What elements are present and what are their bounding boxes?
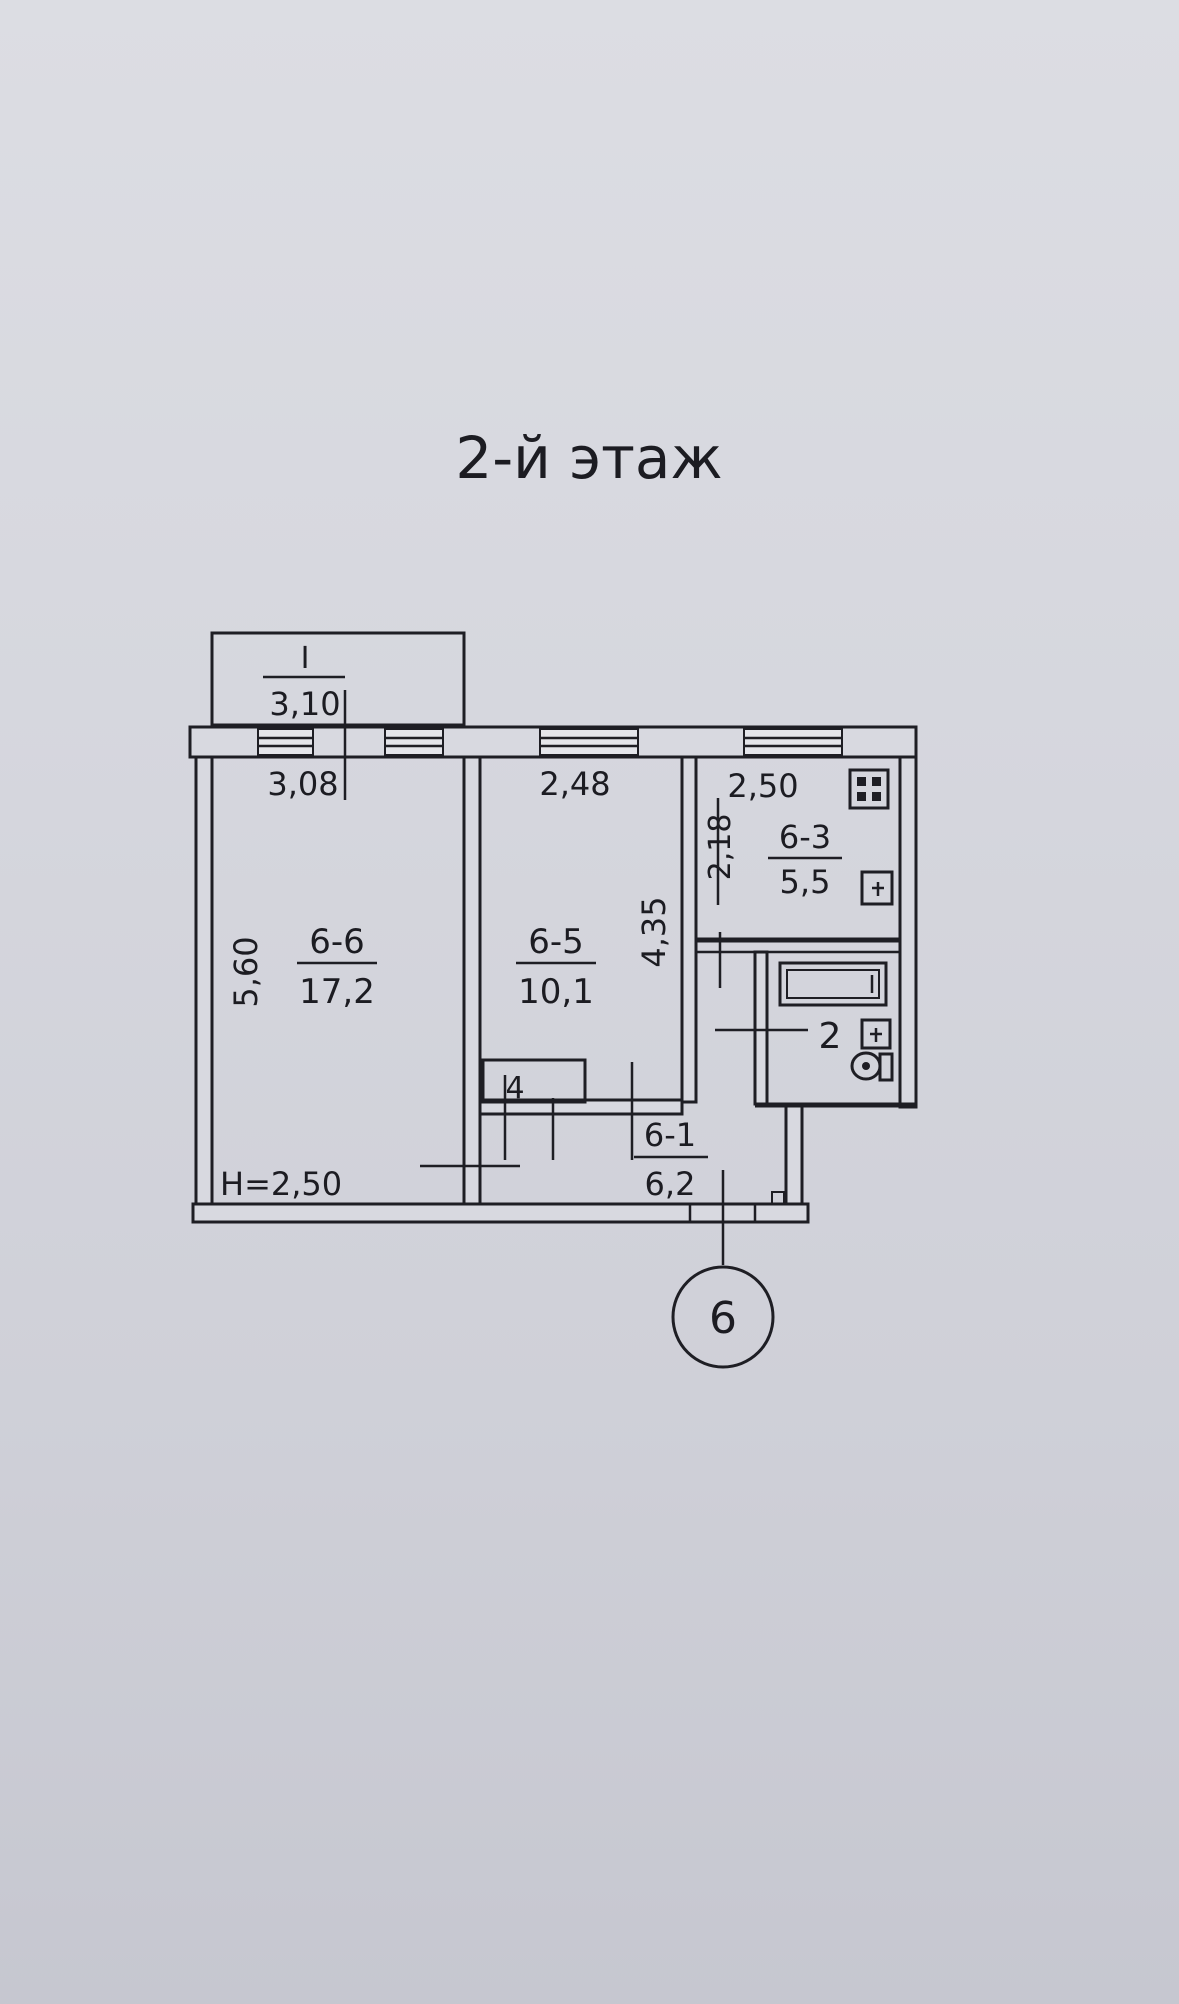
room-6-6-dim-width: 3,08 (267, 765, 338, 803)
floor-title: 2-й этаж (455, 424, 722, 492)
stove-icon (848, 768, 890, 810)
window (743, 728, 843, 756)
closet-marker: 4 (505, 1071, 524, 1106)
room-6-1: 6-1 6,2 (630, 1062, 785, 1205)
interior-walls (462, 755, 900, 1206)
room-6-6-id: 6-6 (309, 922, 365, 962)
room-6-1-area: 6,2 (645, 1165, 696, 1203)
section-marker: 6 (671, 1170, 775, 1369)
room-6-5-area: 10,1 (518, 972, 594, 1012)
toilet-icon (850, 1051, 894, 1082)
room-6-1-id: 6-1 (644, 1116, 696, 1154)
closet: 4 (420, 1071, 555, 1168)
exterior-walls (191, 755, 918, 1224)
room-6-3-id: 6-3 (779, 818, 831, 856)
balcony: I 3,10 (210, 631, 466, 727)
top-wall (188, 690, 918, 800)
room-6-6-dim-length: 5,60 (227, 936, 265, 1007)
window (257, 728, 314, 756)
room-6-5-id: 6-5 (528, 922, 584, 962)
kitchen-dim-width: 2,50 (727, 767, 798, 805)
room-6-6-area: 17,2 (299, 972, 375, 1012)
washbasin-icon (860, 1018, 892, 1050)
room-6-6: 3,08 5,60 6-6 17,2 H=2,50 (220, 765, 377, 1203)
bathtub-icon (778, 961, 888, 1007)
room-6-5-dim-width: 2,48 (539, 765, 610, 803)
room-6-5: 2,48 4,35 6-5 10,1 (516, 765, 673, 1012)
balcony-index: I (301, 641, 310, 676)
bathroom-marker: 2 (819, 1016, 842, 1057)
height-note: H=2,50 (220, 1165, 342, 1203)
section-number: 6 (709, 1293, 737, 1344)
kitchen-dim-length: 2,18 (703, 814, 738, 881)
room-6-5-dim-length: 4,35 (635, 896, 673, 967)
sink-icon (860, 870, 894, 906)
room-6-3-area: 5,5 (780, 863, 831, 901)
window (384, 728, 444, 756)
window (539, 728, 639, 756)
room-6-3: 2,50 2,18 6-3 5,5 (703, 767, 894, 906)
balcony-area: 3,10 (269, 685, 340, 723)
bathroom: 2 (715, 932, 894, 1082)
